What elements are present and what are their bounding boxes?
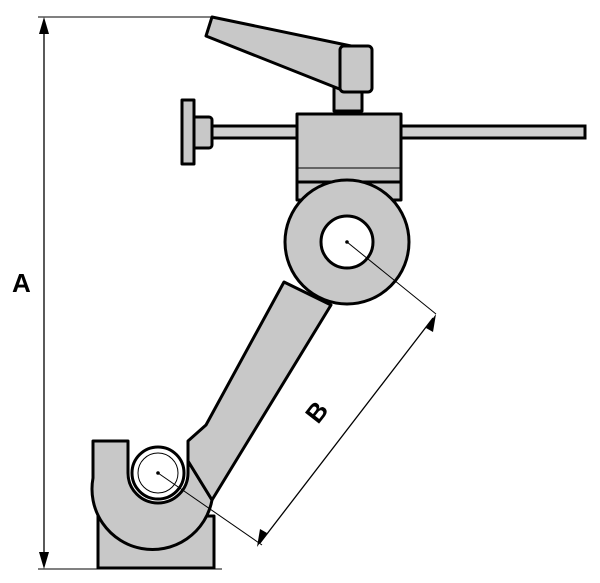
locking-lever-assembly <box>204 15 374 113</box>
dimension-a: A <box>12 16 222 570</box>
rod-clamp-knob <box>180 98 196 166</box>
dimension-b-lower-extension <box>157 472 263 546</box>
dimension-b-upper-arrow <box>426 314 436 332</box>
dimension-a-label: A <box>12 268 31 298</box>
dimension-b-lower-arrow <box>257 529 267 547</box>
u-cradle <box>90 439 214 551</box>
dimension-a-top-arrow <box>39 17 49 34</box>
dimension-b-label: B <box>299 395 334 428</box>
lever-hub <box>338 44 374 94</box>
dimension-b-upper-extension <box>346 241 437 315</box>
locking-lever-handle <box>204 15 358 92</box>
lower-pivot-inner-ring <box>137 452 179 494</box>
dimension-a-bottom-arrow <box>39 552 49 569</box>
clamp-head-body <box>295 112 403 184</box>
dimension-b-line <box>259 317 434 544</box>
connecting-arm <box>186 280 333 502</box>
